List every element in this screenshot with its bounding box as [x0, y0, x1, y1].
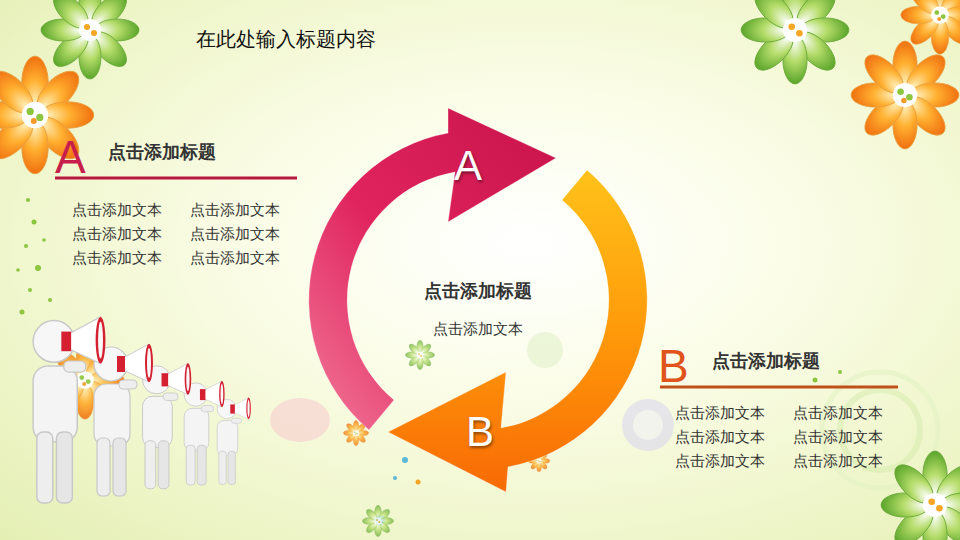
- arrow-letter: A: [454, 145, 482, 187]
- flowers: [901, 0, 960, 54]
- body-text: 点击添加文本: [190, 249, 280, 268]
- center-text: 点击添加文本: [433, 320, 523, 339]
- megaphone-people: [33, 317, 251, 503]
- body-text: 点击添加文本: [72, 201, 162, 220]
- arrow-letter: B: [466, 411, 494, 453]
- dots: [48, 298, 52, 302]
- cycle-arrow-outline: [388, 170, 647, 492]
- dots: [16, 268, 20, 272]
- dots: [16, 198, 842, 525]
- cycle-arrow-shape: [305, 105, 560, 437]
- flowers: [362, 505, 393, 536]
- section-heading: 点击添加标题: [108, 140, 216, 164]
- soft-circles: [527, 332, 563, 368]
- cycle-arrow-outline: [309, 108, 556, 430]
- megaphone-people: [143, 363, 192, 488]
- cycle-arrow: A: [305, 105, 560, 437]
- megaphone-people: [94, 344, 153, 496]
- soft-circles: [622, 399, 674, 451]
- dots: [20, 310, 25, 315]
- body-text: 点击添加文本: [793, 404, 883, 423]
- section-heading: 点击添加标题: [712, 349, 820, 373]
- dots: [402, 457, 408, 463]
- body-text: 点击添加文本: [72, 249, 162, 268]
- dots: [26, 198, 30, 202]
- body-text: 点击添加文本: [793, 428, 883, 447]
- megaphone-people: [217, 398, 251, 485]
- soft-circles: [270, 398, 330, 442]
- body-text: 点击添加文本: [675, 452, 765, 471]
- dots: [393, 476, 397, 480]
- flowers: [741, 0, 849, 84]
- center-heading: 点击添加标题: [424, 279, 532, 303]
- dots: [32, 220, 37, 225]
- dots: [813, 378, 818, 383]
- body-text: 点击添加文本: [675, 428, 765, 447]
- flowers: [41, 0, 139, 79]
- flowers: [851, 41, 959, 149]
- dots: [35, 265, 41, 271]
- megaphone-people: [184, 381, 224, 485]
- dots: [416, 480, 421, 485]
- dots: [838, 370, 842, 374]
- body-text: 点击添加文本: [675, 404, 765, 423]
- flowers: [405, 340, 434, 369]
- body-text: 点击添加文本: [190, 201, 280, 220]
- soft-circles: [633, 410, 663, 440]
- flowers: [881, 451, 960, 540]
- cycle-arrow: B: [385, 148, 653, 495]
- dots: [42, 238, 46, 242]
- underline: [55, 177, 297, 180]
- dots: [24, 244, 28, 248]
- body-text: 点击添加文本: [72, 225, 162, 244]
- cycle-arrow-shape: [385, 148, 653, 495]
- body-text: 点击添加文本: [190, 225, 280, 244]
- section-letter: B: [658, 343, 689, 389]
- underline: [660, 386, 898, 389]
- megaphone-people: [33, 317, 105, 503]
- slide-title: 在此处输入标题内容: [196, 26, 376, 53]
- dots: [28, 288, 32, 292]
- body-text: 点击添加文本: [793, 452, 883, 471]
- section-letter: A: [55, 134, 86, 180]
